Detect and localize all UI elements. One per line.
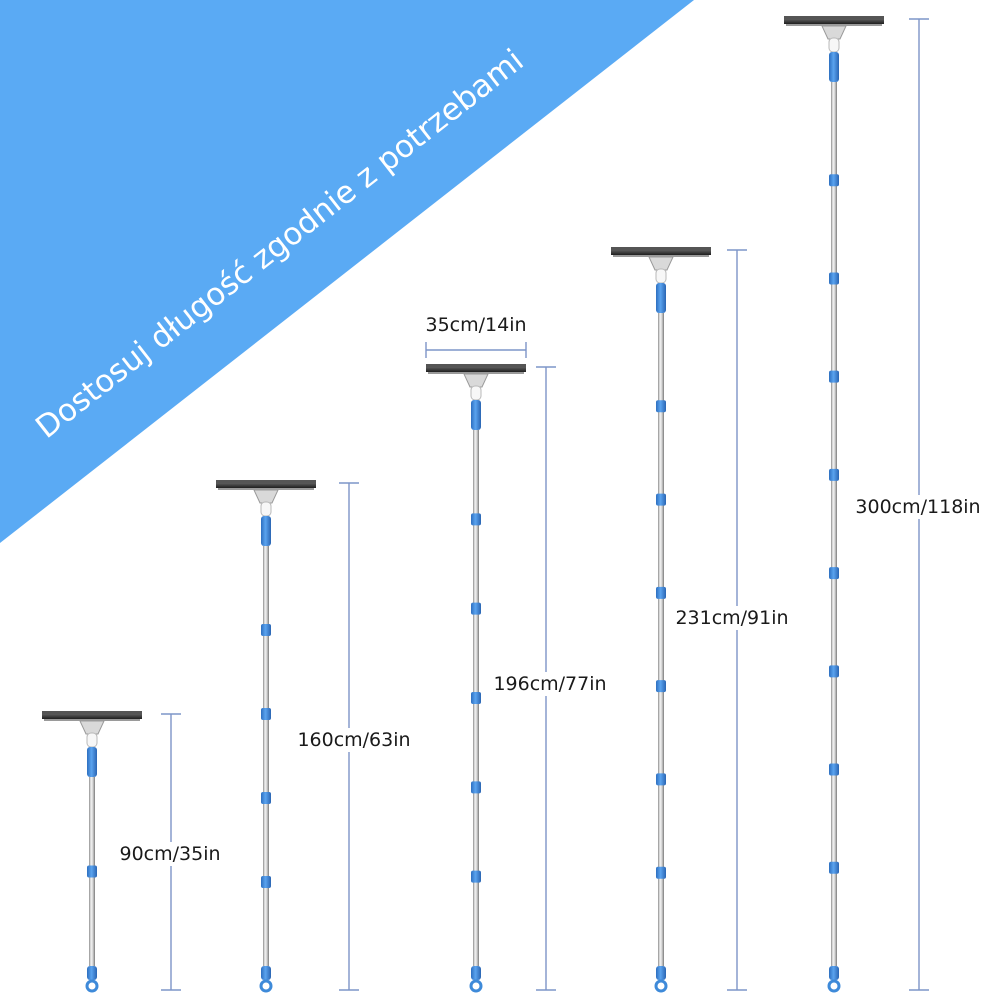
pole-grip bbox=[656, 283, 666, 313]
pole-lock-collar bbox=[471, 602, 481, 615]
pole-lock-collar bbox=[261, 624, 271, 636]
squeegee-pole-196: 196cm/77in bbox=[426, 364, 610, 993]
squeegee-blade-top bbox=[784, 16, 884, 19]
pole-lock-collar bbox=[829, 272, 839, 285]
pole-grip bbox=[829, 52, 839, 82]
pole-lock-collar bbox=[829, 665, 839, 678]
squeegee-bracket bbox=[821, 25, 847, 40]
poles-layer: 90cm/35in 160cm/63in 196cm/77in 231cm/91in 3… bbox=[42, 16, 984, 993]
squeegee-joint bbox=[470, 385, 482, 401]
squeegee-bracket bbox=[253, 489, 279, 504]
pole-hang-ring bbox=[85, 979, 99, 993]
pole-hang-ring bbox=[654, 979, 668, 993]
length-label: 231cm/91in bbox=[675, 607, 788, 629]
pole-lock-collar bbox=[829, 861, 839, 874]
length-label-backdrop bbox=[490, 672, 610, 696]
pole-lock-collar bbox=[829, 567, 839, 580]
length-label: 90cm/35in bbox=[119, 843, 220, 865]
pole-lock-collar bbox=[471, 781, 481, 794]
pole-end-cap bbox=[261, 966, 271, 980]
pole-lock-collar bbox=[656, 586, 666, 599]
squeegee-joint bbox=[260, 501, 272, 517]
pole-hang-ring bbox=[469, 979, 483, 993]
pole-lock-collar bbox=[829, 763, 839, 776]
squeegee-pole-90: 90cm/35in bbox=[42, 711, 224, 993]
pole-tube bbox=[658, 313, 664, 966]
banner-shape bbox=[0, 0, 694, 543]
pole-end-cap bbox=[656, 966, 666, 980]
pole-hang-ring bbox=[827, 979, 841, 993]
squeegee-blade-top bbox=[611, 247, 711, 250]
pole-lock-collar bbox=[829, 174, 839, 187]
length-label-backdrop bbox=[116, 842, 224, 866]
pole-tube bbox=[263, 546, 269, 966]
pole-lock-collar bbox=[87, 865, 97, 878]
promo-banner: Dostosuj długość zgodnie z potrzebami bbox=[0, 0, 694, 543]
squeegee-bracket bbox=[79, 720, 105, 735]
squeegee-blade bbox=[42, 714, 142, 719]
blade-width-indicator: 35cm/14in bbox=[425, 314, 527, 358]
pole-hang-ring bbox=[259, 979, 273, 993]
pole-lock-collar bbox=[261, 876, 271, 888]
pole-end-cap bbox=[829, 966, 839, 980]
pole-lock-collar bbox=[471, 513, 481, 526]
length-label-backdrop bbox=[294, 728, 414, 752]
pole-grip bbox=[87, 747, 97, 777]
pole-grip bbox=[471, 400, 481, 430]
pole-lock-collar bbox=[656, 400, 666, 413]
pole-lock-collar bbox=[471, 870, 481, 883]
squeegee-blade-top bbox=[42, 711, 142, 714]
blade-width-label: 35cm/14in bbox=[425, 314, 526, 336]
squeegee-blade-channel bbox=[428, 372, 524, 374]
pole-lock-collar bbox=[261, 792, 271, 804]
squeegee-blade bbox=[611, 250, 711, 255]
squeegee-blade-top bbox=[216, 480, 316, 483]
squeegee-blade-top bbox=[426, 364, 526, 367]
pole-end-cap bbox=[471, 966, 481, 980]
length-label: 160cm/63in bbox=[297, 729, 410, 751]
pole-tube bbox=[831, 82, 837, 966]
length-label: 196cm/77in bbox=[493, 673, 606, 695]
pole-lock-collar bbox=[656, 866, 666, 879]
pole-lock-collar bbox=[656, 773, 666, 786]
squeegee-joint bbox=[655, 268, 667, 284]
pole-lock-collar bbox=[261, 708, 271, 720]
pole-lock-collar bbox=[829, 370, 839, 383]
pole-grip bbox=[261, 516, 271, 546]
length-label-backdrop bbox=[672, 606, 792, 630]
pole-lock-collar bbox=[471, 692, 481, 704]
squeegee-joint bbox=[828, 37, 840, 53]
squeegee-joint bbox=[86, 732, 98, 748]
squeegee-bracket bbox=[648, 256, 674, 271]
squeegee-pole-231: 231cm/91in bbox=[611, 247, 792, 993]
squeegee-pole-300: 300cm/118in bbox=[784, 16, 984, 993]
pole-lock-collar bbox=[656, 680, 666, 693]
squeegee-bracket bbox=[463, 373, 489, 388]
squeegee-blade-channel bbox=[44, 719, 140, 721]
pole-lock-collar bbox=[829, 468, 839, 481]
squeegee-blade bbox=[216, 483, 316, 488]
squeegee-blade-channel bbox=[613, 255, 709, 257]
squeegee-blade bbox=[784, 19, 884, 24]
squeegee-blade bbox=[426, 367, 526, 372]
squeegee-blade-channel bbox=[786, 24, 882, 26]
squeegee-pole-160: 160cm/63in bbox=[216, 480, 414, 993]
pole-end-cap bbox=[87, 966, 97, 980]
length-label-backdrop bbox=[852, 495, 984, 519]
squeegee-blade-channel bbox=[218, 488, 314, 490]
length-label: 300cm/118in bbox=[855, 496, 980, 518]
pole-lock-collar bbox=[656, 493, 666, 506]
